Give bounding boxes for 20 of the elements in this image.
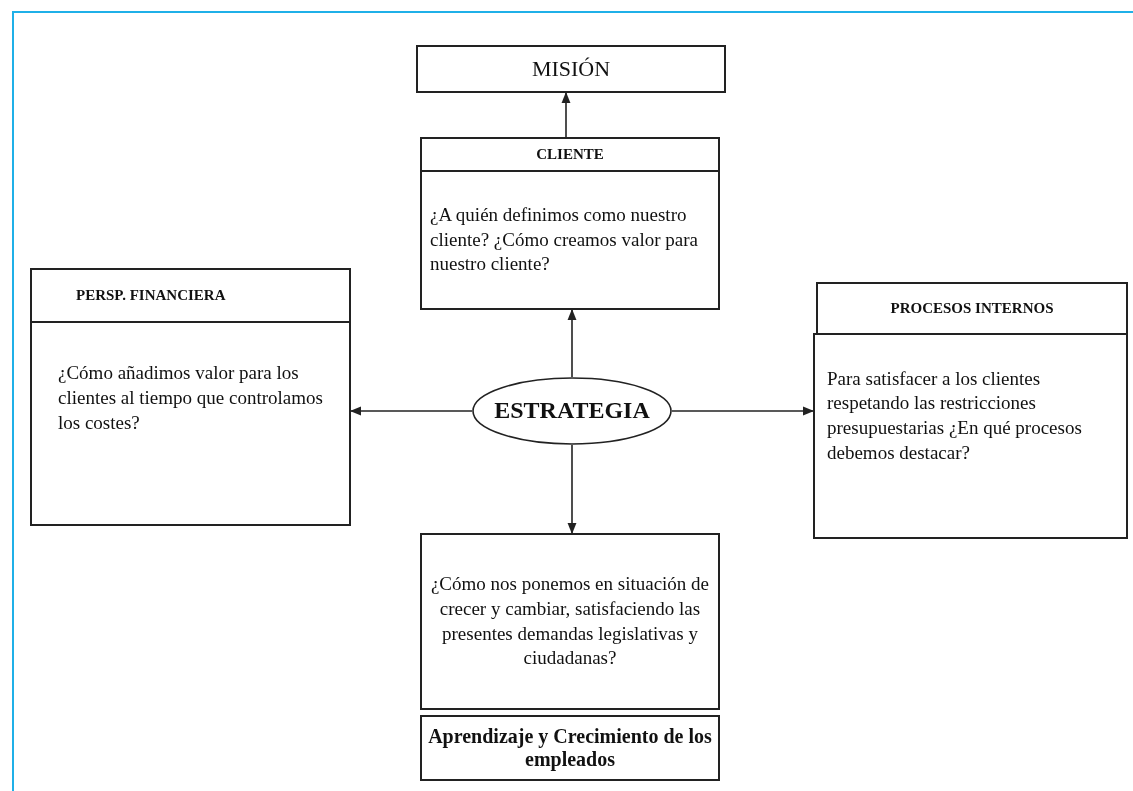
arrow [561,91,571,138]
question-text: ¿Cómo añadimos valor para los clientes al tiempo que controlamos los costes? [58,361,324,435]
perspective-box [420,533,720,781]
perspective-box [813,282,1128,539]
question-text: ¿Cómo nos ponemos en situación de crecer y cambiar, satisfaciendo las presentes demandas legislativas y ciudadanas? [429,572,711,671]
box-heading: PROCESOS INTERNOS [890,299,1054,318]
question-text: ¿A quién definimos como nuestro cliente? ¿Cómo creamos valor para nuestro cliente? [430,202,699,277]
ellipse-label: ESTRATEGIA [494,397,650,425]
process-box [416,45,726,93]
arrow [567,308,577,378]
arrow [671,406,815,416]
question-text: Para satisfacer a los clientes respetando las restricciones presupuestarias ¿En qué procesos debemos destacar? [827,366,1083,465]
strategy-ellipse [472,377,672,445]
arrow [567,444,577,535]
box-title: MISIÓN [531,56,611,82]
perspective-box [420,137,720,310]
box-heading: CLIENTE [536,145,604,164]
box-heading: Aprendizaje y Crecimiento de los empleados [428,725,712,771]
perspective-box [30,268,351,526]
box-heading: PERSP. FINANCIERA [76,286,226,305]
